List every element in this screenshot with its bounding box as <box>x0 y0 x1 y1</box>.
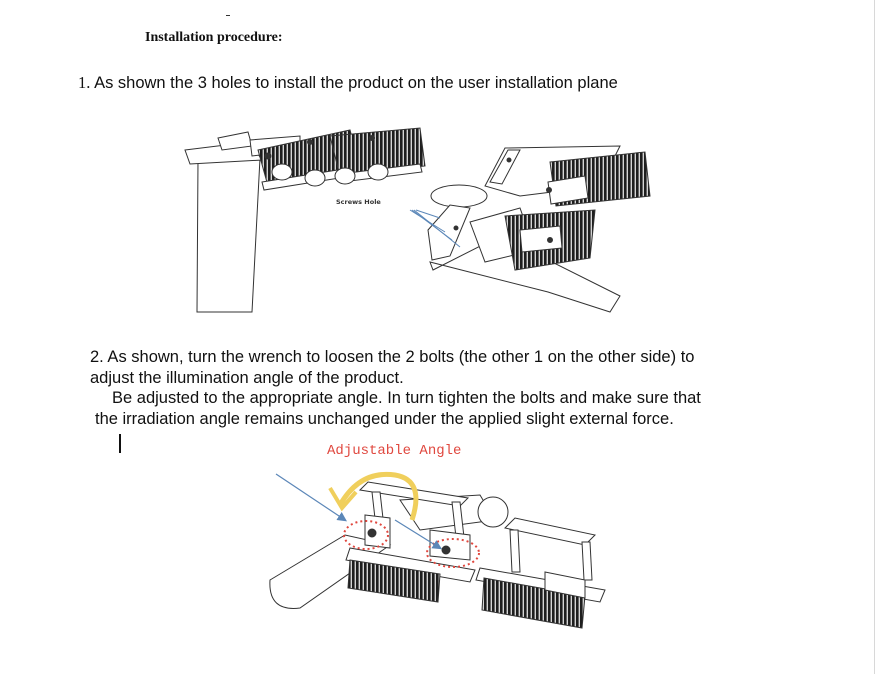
screws-hole-label: Screws Hole <box>336 198 381 206</box>
mount-arm <box>269 494 509 609</box>
adjustable-angle-label: Adjustable Angle <box>327 443 462 459</box>
left-luminaire <box>345 481 476 603</box>
text-cursor <box>119 434 121 453</box>
step-2: 2. As shown, turn the wrench to loosen t… <box>90 347 701 429</box>
pole-mounted-luminaire <box>184 127 426 313</box>
step-1: 1. As shown the 3 holes to install the p… <box>78 73 618 93</box>
bracket-assembly <box>427 145 651 313</box>
step-1-text: As shown the 3 holes to install the prod… <box>94 74 618 92</box>
wrench-pointer-arrows <box>275 473 443 550</box>
screws-hole-arrows <box>409 209 461 248</box>
step-2-line-4: the irradiation angle remains unchanged … <box>95 409 674 428</box>
text-cursor-mark <box>226 15 230 16</box>
step-1-number: 1. <box>78 73 91 92</box>
step-2-line-1: 2. As shown, turn the wrench to loosen t… <box>90 348 695 366</box>
right-luminaire <box>475 517 606 629</box>
adjust-circles <box>343 520 480 568</box>
step-2-line-2: adjust the illumination angle of the pro… <box>90 368 404 387</box>
procedure-title: Installation procedure: <box>145 30 283 45</box>
angle-arrow <box>328 471 419 521</box>
page-right-edge <box>874 0 875 674</box>
step-2-line-3: Be adjusted to the appropriate angle. In… <box>112 389 701 407</box>
